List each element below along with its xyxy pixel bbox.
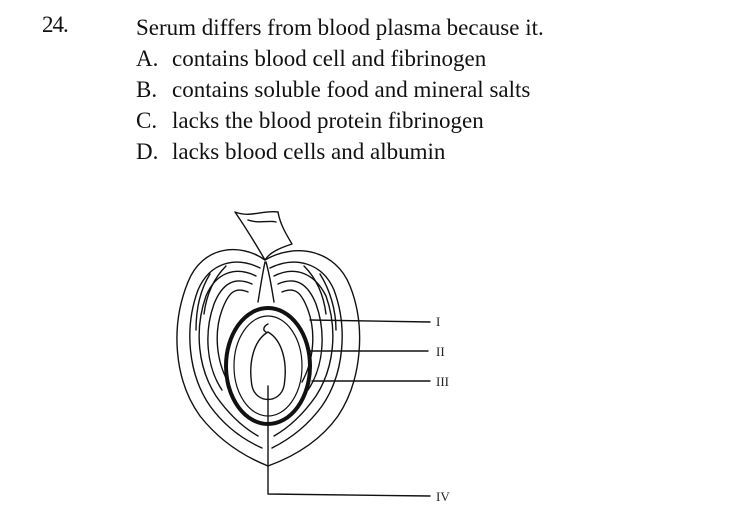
question-block: Serum differs from blood plasma because …	[136, 12, 544, 167]
option-text: lacks the blood protein fibrinogen	[172, 108, 484, 133]
option-c: C. lacks the blood protein fibrinogen	[136, 105, 544, 136]
option-text: lacks blood cells and albumin	[172, 139, 446, 164]
fruit-stalk-inner	[247, 219, 277, 223]
option-text: contains soluble food and mineral salts	[172, 77, 531, 102]
figure-label-IV: IV	[436, 489, 450, 504]
option-text: contains blood cell and fibrinogen	[172, 46, 487, 71]
question-stem: Serum differs from blood plasma because …	[136, 15, 544, 40]
fruit-stalk	[234, 210, 293, 261]
option-letter: A.	[136, 46, 159, 71]
diagram-svg: I II III IV	[176, 210, 450, 504]
figure-label-I: I	[436, 314, 440, 329]
pointer-line-I	[309, 319, 431, 323]
question-number: 24.	[42, 12, 69, 37]
pointer-line-IV	[267, 385, 431, 497]
option-a: A. contains blood cell and fibrinogen	[136, 43, 544, 74]
figure-label-II: II	[436, 344, 445, 359]
option-letter: C.	[136, 108, 158, 133]
option-b: B. contains soluble food and mineral salt…	[136, 74, 544, 105]
figure-label-III: III	[436, 374, 449, 389]
option-d: D. lacks blood cells and albumin	[136, 136, 544, 167]
fruit-section-diagram: I II III IV	[140, 190, 520, 508]
option-letter: B.	[136, 77, 158, 102]
option-letter: D.	[136, 139, 159, 164]
